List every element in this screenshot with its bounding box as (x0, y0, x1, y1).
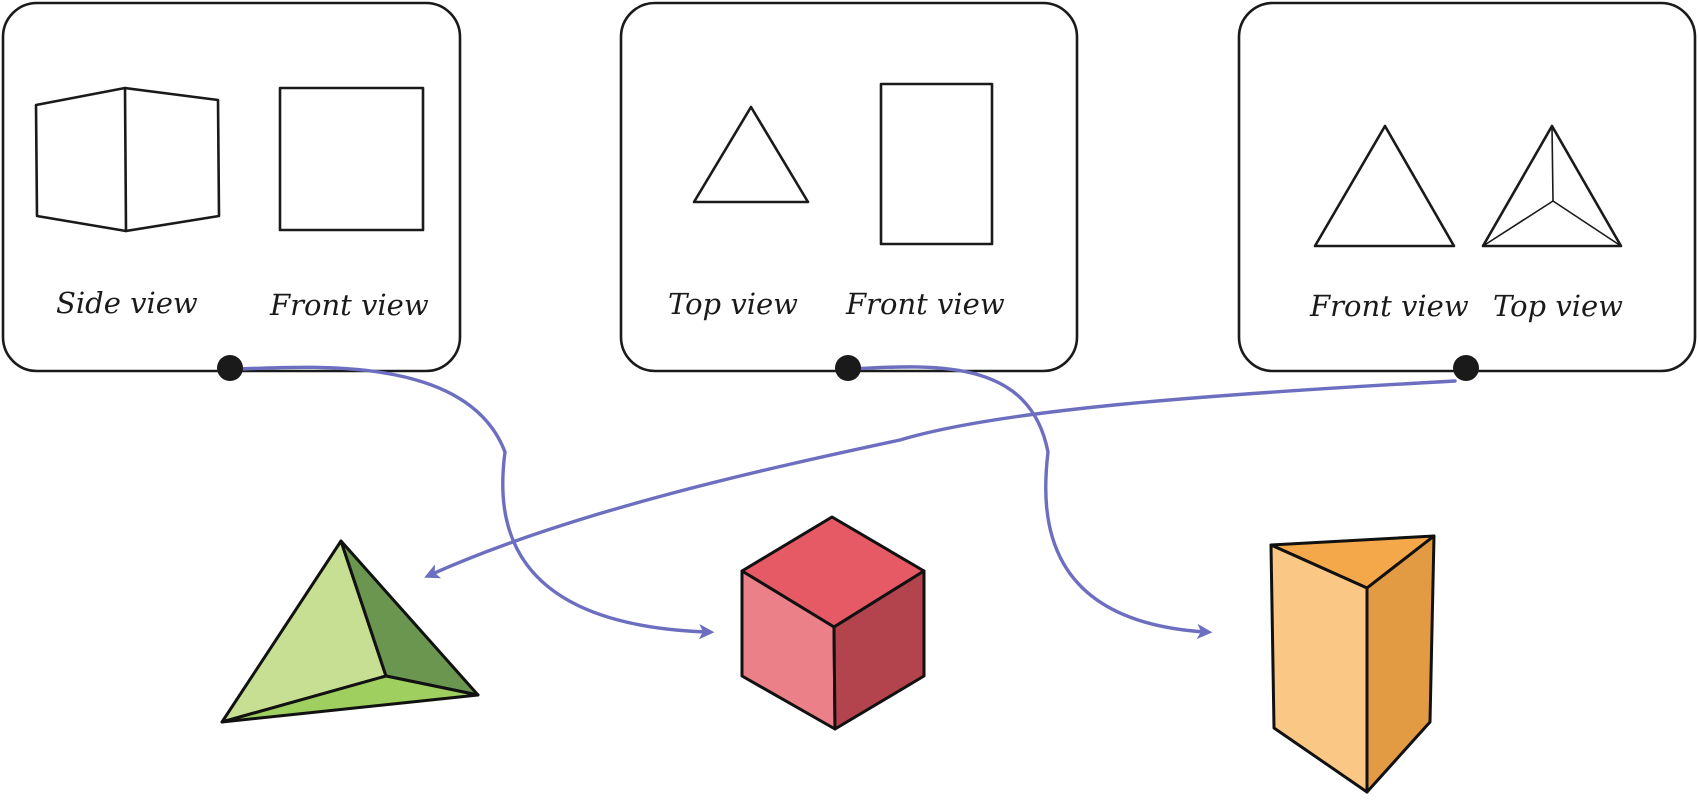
connector-dot (835, 355, 861, 381)
top-view-label: Top view (1493, 289, 1623, 323)
connector-dot (1453, 355, 1479, 381)
card-tetrahedron-views: Front view Top view (1237, 1, 1697, 373)
triangular-prism-icon (1269, 534, 1436, 794)
arrow-card2-to-prism (848, 365, 1213, 640)
front-view-sketch (879, 82, 994, 246)
side-view-label: Side view (56, 286, 198, 320)
side-view-sketch (34, 86, 221, 233)
arrow-card3-to-tetrahedron (424, 379, 1457, 579)
card-cube-views: Side view Front view (1, 1, 462, 373)
top-view-sketch (1481, 124, 1623, 248)
tetrahedron-icon (220, 539, 480, 724)
front-view-label: Front view (269, 288, 429, 322)
connector-dot (217, 355, 243, 381)
front-view-label: Front view (845, 287, 1005, 321)
top-view-sketch (692, 105, 810, 204)
arrow-card1-to-cube (238, 365, 715, 640)
front-view-sketch (278, 86, 425, 232)
cube-icon (740, 515, 926, 731)
front-view-sketch (1313, 124, 1456, 248)
connector-arrows (238, 365, 1457, 640)
card-prism-views: Top view Front view (619, 1, 1079, 373)
top-view-label: Top view (668, 287, 798, 321)
front-view-label: Front view (1309, 289, 1469, 323)
